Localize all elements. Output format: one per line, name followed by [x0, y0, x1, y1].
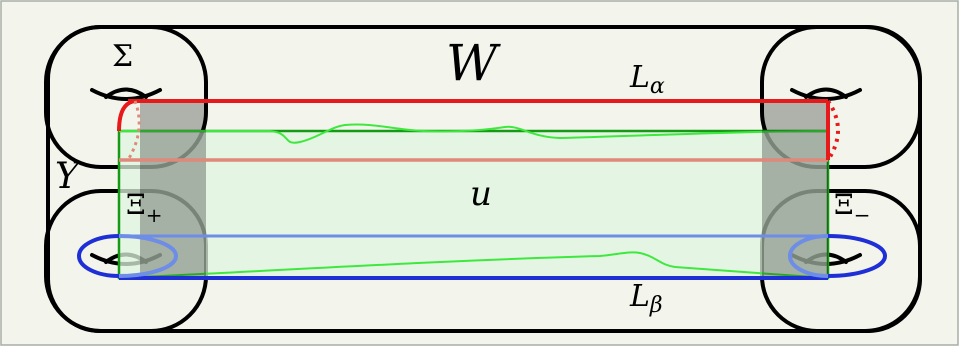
label-Xi-minus: Ξ−: [834, 188, 870, 227]
L-beta-left-ellipse-front: [77, 234, 120, 278]
label-u: u: [470, 174, 492, 214]
L-beta-right-ellipse-front: [827, 234, 887, 278]
label-L-beta: Lβ: [629, 279, 663, 318]
label-L-alpha: Lα: [629, 60, 665, 99]
right-vertical-cylinder: [762, 100, 828, 280]
cobordism-W-outline: [46, 25, 922, 333]
L-alpha-right-back: [826, 99, 840, 162]
u-lower-wiggle: [118, 251, 829, 279]
top-right-lobe: [760, 25, 922, 169]
hole-top-left: [90, 87, 162, 101]
L-alpha-left-front: [117, 99, 136, 132]
label-Sigma: Σ: [112, 39, 133, 74]
L-beta-left-ellipse-back: [118, 234, 178, 278]
label-Xi-plus: Ξ+: [126, 188, 162, 227]
left-vertical-cylinder: [140, 100, 206, 280]
u-upper-wiggle: [119, 123, 829, 144]
L-alpha-left-back: [126, 100, 141, 161]
label-Y: Y: [55, 156, 82, 197]
label-W: W: [446, 34, 501, 92]
L-beta-right-ellipse-back: [788, 234, 829, 278]
hole-top-right: [790, 87, 862, 101]
